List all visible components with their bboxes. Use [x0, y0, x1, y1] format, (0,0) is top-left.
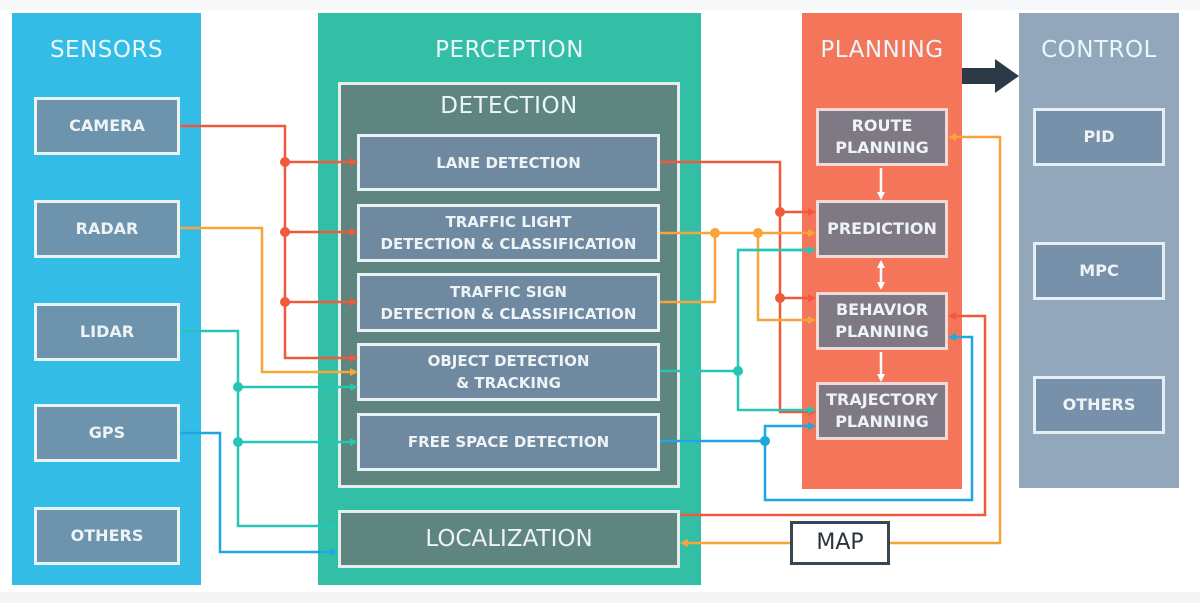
- trajectory-planning-label: TRAJECTORY PLANNING: [826, 390, 938, 431]
- object-detection-tracking[interactable]: OBJECT DETECTION & TRACKING: [357, 343, 660, 401]
- control-mpc[interactable]: MPC: [1033, 242, 1165, 300]
- map-label: MAP: [816, 530, 864, 555]
- sensor-gps[interactable]: GPS: [34, 404, 180, 462]
- sensor-others-label: OTHERS: [70, 526, 144, 545]
- traffic-light-detection[interactable]: TRAFFIC LIGHT DETECTION & CLASSIFICATION: [357, 204, 660, 262]
- control-others[interactable]: OTHERS: [1033, 376, 1165, 434]
- control-title: CONTROL: [1041, 37, 1157, 63]
- control-pid[interactable]: PID: [1033, 108, 1165, 166]
- sensor-lidar-label: LIDAR: [79, 322, 135, 341]
- sensor-radar-label: RADAR: [75, 219, 139, 238]
- route-planning-label: ROUTE PLANNING: [835, 116, 929, 157]
- localization-label: LOCALIZATION: [425, 526, 593, 552]
- traffic-sign-detection[interactable]: TRAFFIC SIGN DETECTION & CLASSIFICATION: [357, 273, 660, 332]
- sensors-title: SENSORS: [49, 37, 164, 63]
- wire-lidar: [180, 329, 338, 530]
- localization-box[interactable]: LOCALIZATION: [338, 510, 680, 568]
- sensor-others[interactable]: OTHERS: [34, 507, 180, 565]
- wire-gps: [180, 431, 338, 556]
- sensor-gps-label: GPS: [88, 423, 126, 442]
- lane-detection[interactable]: LANE DETECTION: [357, 134, 660, 191]
- bottom-band: [0, 592, 1200, 603]
- sensor-lidar[interactable]: LIDAR: [34, 303, 180, 361]
- behavior-planning-label: BEHAVIOR PLANNING: [835, 300, 929, 341]
- control-pid-label: PID: [1083, 127, 1115, 146]
- planning-title: PLANNING: [820, 37, 944, 63]
- detection-title: DETECTION: [440, 93, 578, 119]
- behavior-planning[interactable]: BEHAVIOR PLANNING: [816, 292, 948, 350]
- prediction-label: PREDICTION: [827, 219, 937, 238]
- planning-to-control-arrow: [962, 59, 1019, 93]
- map-box[interactable]: MAP: [790, 521, 890, 565]
- control-others-label: OTHERS: [1062, 395, 1136, 414]
- lane-detection-label: LANE DETECTION: [436, 153, 581, 172]
- sensor-radar[interactable]: RADAR: [34, 200, 180, 258]
- trajectory-planning[interactable]: TRAJECTORY PLANNING: [816, 382, 948, 440]
- traffic-sign-detection-label: TRAFFIC SIGN DETECTION & CLASSIFICATION: [380, 282, 637, 323]
- top-band: [0, 0, 1200, 10]
- route-planning[interactable]: ROUTE PLANNING: [816, 108, 948, 166]
- prediction[interactable]: PREDICTION: [816, 200, 948, 258]
- sensor-camera-label: CAMERA: [69, 116, 145, 135]
- free-space-detection[interactable]: FREE SPACE DETECTION: [357, 413, 660, 471]
- sensor-camera[interactable]: CAMERA: [34, 97, 180, 155]
- traffic-light-detection-label: TRAFFIC LIGHT DETECTION & CLASSIFICATION: [380, 213, 637, 253]
- object-detection-tracking-label: OBJECT DETECTION & TRACKING: [427, 352, 590, 392]
- control-mpc-label: MPC: [1079, 261, 1119, 280]
- perception-title: PERCEPTION: [435, 37, 584, 63]
- free-space-detection-label: FREE SPACE DETECTION: [407, 433, 610, 451]
